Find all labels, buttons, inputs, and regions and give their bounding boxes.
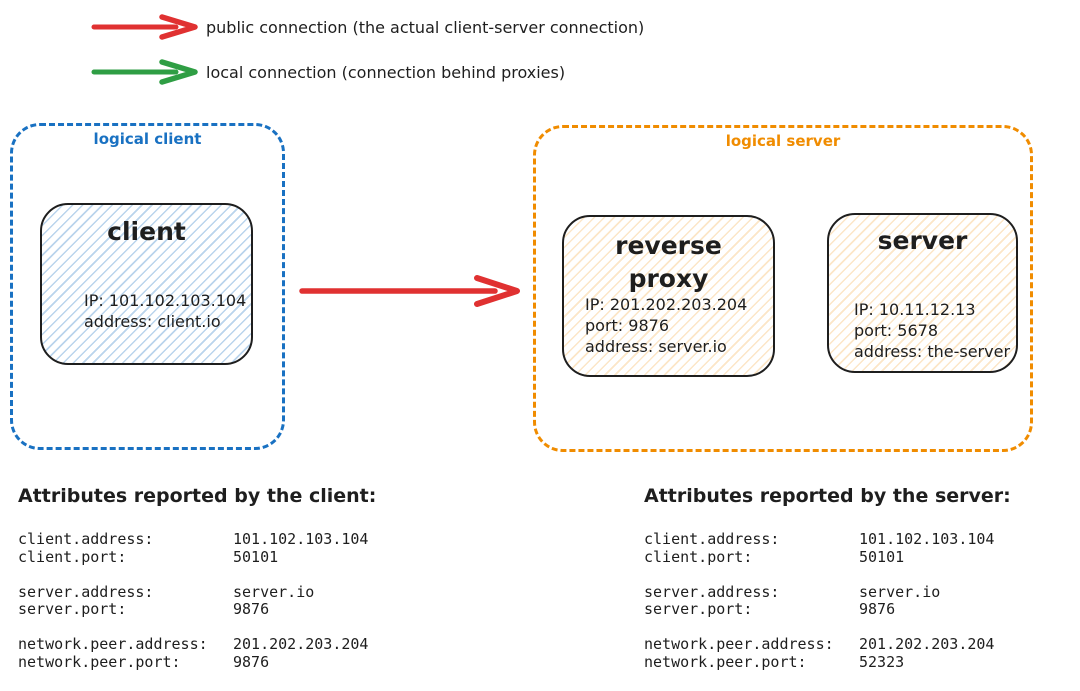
node-title-line: reverse [615, 231, 722, 260]
attribute-value: server.io [233, 582, 315, 601]
attribute-row: server.address: server.io [18, 582, 376, 602]
attribute-row: server.port: 9876 [644, 600, 1011, 619]
arrow-head [474, 275, 520, 307]
node-attribute-line: address: server.io [585, 337, 727, 356]
reverse-proxy-node-attributes: IP: 201.202.203.204 port: 9876 address: … [585, 294, 747, 357]
server-node-attributes: IP: 10.11.12.13 port: 5678 address: the-… [854, 299, 1010, 362]
node-attribute-line: address: the-server [854, 342, 1011, 361]
attribute-key: client.address: [644, 530, 780, 548]
legend-label-public-connection: public connection (the actual client-ser… [206, 17, 645, 37]
client-node-title: client [42, 215, 251, 248]
public-connection-arrow-icon [91, 14, 198, 40]
attribute-key: server.address: [644, 582, 780, 601]
client-node-attributes: IP: 101.102.103.104 address: client.io [84, 290, 246, 332]
client-attributes-table: client.address: 101.102.103.104 client.po… [18, 530, 376, 672]
public-connection-arrow [299, 275, 520, 307]
logical-server-label: logical server [725, 132, 841, 150]
attribute-row: network.peer.address: 201.202.203.204 [644, 635, 1011, 654]
arrow-head [159, 14, 198, 40]
attribute-key: network.peer.address: [644, 635, 834, 653]
client-attributes-block: Attributes reported by the client: clien… [18, 483, 376, 671]
attribute-key: network.peer.address: [18, 635, 208, 653]
local-connection-arrow-icon [91, 59, 198, 85]
attribute-row: server.address: server.io [644, 582, 1011, 602]
arrow-head [159, 59, 198, 85]
attribute-value: 9876 [233, 652, 270, 671]
attribute-key: client.port: [18, 547, 127, 566]
attribute-row: client.address: 101.102.103.104 [644, 530, 1011, 549]
node-attribute-line: IP: 10.11.12.13 [854, 300, 976, 319]
attribute-row: server.port: 9876 [18, 600, 376, 619]
logical-client-group: logical client [10, 123, 285, 450]
attribute-value: 201.202.203.204 [233, 635, 369, 653]
logical-server-group: logical server [533, 125, 1033, 452]
server-attributes-block: Attributes reported by the server: clien… [644, 483, 1011, 671]
reverse-proxy-node-title: reverse proxy [564, 229, 773, 295]
node-attribute-line: IP: 101.102.103.104 [84, 291, 247, 310]
attribute-value: 50101 [233, 547, 279, 566]
node-title-line: server [877, 226, 968, 255]
attribute-key: client.port: [644, 547, 753, 566]
server-attributes-table: client.address: 101.102.103.104 client.po… [644, 530, 1011, 672]
node-attribute-line: address: client.io [84, 312, 221, 331]
attribute-key: network.peer.port: [18, 652, 181, 671]
attribute-key: server.port: [644, 600, 753, 618]
attribute-value: 50101 [859, 547, 905, 566]
attribute-value: 52323 [859, 652, 905, 671]
legend-item-public-connection: public connection (the actual client-ser… [88, 12, 644, 42]
attribute-value: 9876 [859, 600, 896, 618]
attribute-value: 9876 [233, 600, 270, 618]
node-attribute-line: port: 5678 [854, 321, 938, 340]
legend-label-local-connection: local connection (connection behind prox… [206, 62, 566, 82]
attribute-row: client.address: 101.102.103.104 [18, 530, 376, 549]
node-title-line: client [107, 217, 186, 246]
attribute-value: 101.102.103.104 [859, 530, 995, 548]
attribute-key: server.address: [18, 582, 154, 601]
attribute-value: server.io [859, 582, 941, 601]
server-node-title: server [829, 224, 1016, 257]
logical-client-label: logical client [93, 130, 202, 148]
attribute-key: server.port: [18, 600, 127, 618]
attribute-key: client.address: [18, 530, 154, 548]
server-node: server IP: 10.11.12.13 port: 5678 addres… [827, 213, 1018, 373]
attribute-key: network.peer.port: [644, 652, 807, 671]
reverse-proxy-node: reverse proxy IP: 201.202.203.204 port: … [562, 215, 775, 377]
attribute-row: network.peer.address: 201.202.203.204 [18, 635, 376, 654]
node-title-line: proxy [628, 264, 709, 293]
attribute-row: client.port: 50101 [644, 547, 1011, 567]
attribute-value: 201.202.203.204 [859, 635, 995, 653]
attribute-row: network.peer.port: 52323 [644, 652, 1011, 672]
client-node: client IP: 101.102.103.104 address: clie… [40, 203, 253, 365]
node-attribute-line: port: 9876 [585, 316, 669, 335]
node-attribute-line: IP: 201.202.203.204 [585, 295, 748, 314]
attribute-row: client.port: 50101 [18, 547, 376, 567]
attribute-row: network.peer.port: 9876 [18, 652, 376, 672]
attribute-value: 101.102.103.104 [233, 530, 369, 548]
server-attributes-heading: Attributes reported by the server: [644, 485, 1011, 507]
legend-item-local-connection: local connection (connection behind prox… [88, 57, 565, 87]
client-attributes-heading: Attributes reported by the client: [18, 485, 377, 507]
